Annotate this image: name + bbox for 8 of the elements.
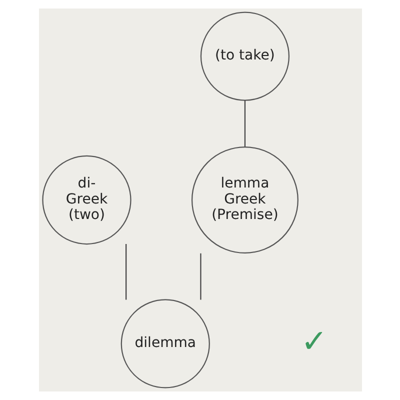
- connector: [125, 244, 126, 300]
- node-circle: dilemma: [120, 299, 210, 388]
- connector: [244, 100, 246, 147]
- node-circle: (to take): [200, 12, 290, 101]
- connector: [200, 253, 201, 300]
- node-circle: di- Greek (two): [42, 155, 131, 245]
- node-circle: lemma Greek (Premise): [190, 146, 298, 254]
- label: ✓: [300, 322, 328, 360]
